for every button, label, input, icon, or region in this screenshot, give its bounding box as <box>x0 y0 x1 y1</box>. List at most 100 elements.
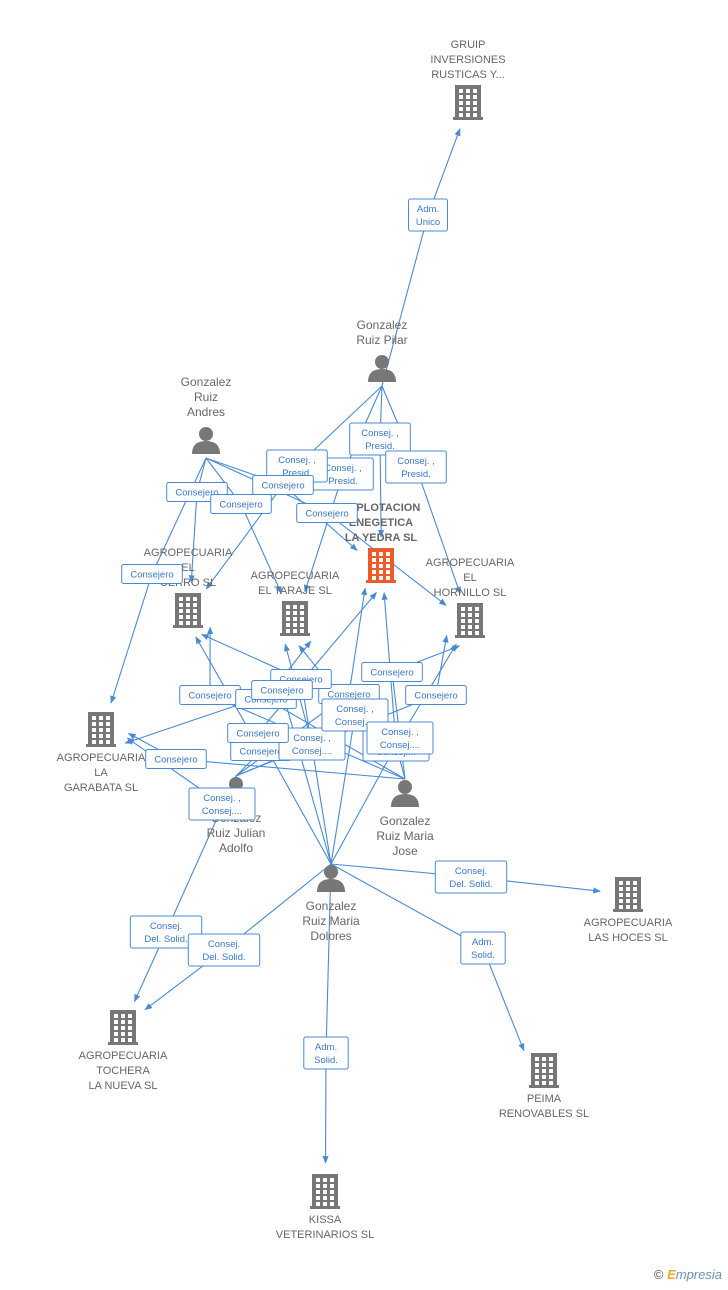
relation-label-text: Adm. <box>472 937 494 948</box>
relation-label-text: Consej. <box>208 939 240 950</box>
node-label: VETERINARIOS SL <box>276 1229 374 1241</box>
relation-label[interactable]: Adm.Unico <box>408 198 448 232</box>
company-node-hoces[interactable]: AGROPECUARIA LAS HOCES SL <box>584 877 673 944</box>
relation-label-box <box>210 494 272 514</box>
node-label: LA NUEVA SL <box>89 1080 158 1092</box>
relation-label-box <box>251 680 313 700</box>
relation-label[interactable]: Consejero <box>296 503 358 523</box>
relation-label-text: Consejero <box>239 747 282 758</box>
relation-label-box <box>434 860 508 894</box>
node-label: LAS HOCES SL <box>588 932 667 944</box>
node-label: EL TARAJE SL <box>258 585 332 597</box>
copyright-symbol: © <box>653 1267 664 1282</box>
node-label: Jose <box>392 844 418 858</box>
relation-label[interactable]: Consejero <box>210 494 272 514</box>
relation-label-box <box>296 503 358 523</box>
node-label: HORNILLO SL <box>434 587 507 599</box>
relation-label-text: Solid. <box>314 1055 338 1066</box>
relation-label-text: Consej. , <box>278 455 316 466</box>
relation-label-text: Unico <box>416 217 440 228</box>
node-label: Gonzalez <box>181 375 232 389</box>
relation-label[interactable]: Consej. Del. Solid. <box>434 860 508 894</box>
relation-label-text: Consejero <box>261 481 304 492</box>
relation-label-box <box>385 450 447 484</box>
relation-label[interactable]: Consej. ,Consej.... <box>278 727 346 761</box>
relation-label[interactable]: Consej.Del. Solid. <box>129 915 203 949</box>
relation-label-box <box>349 422 411 456</box>
building-icon <box>529 1053 559 1088</box>
relation-label[interactable]: Consej. ,Presid. <box>349 422 411 456</box>
brand-first-letter: E <box>667 1267 676 1282</box>
relation-label-text: Consej. , <box>336 704 374 715</box>
relation-label[interactable]: Consejero <box>121 564 183 584</box>
relation-label-text: Consejero <box>327 690 370 701</box>
node-label: Gonzalez <box>357 318 408 332</box>
relation-label-text: Del. Solid. <box>449 879 492 890</box>
relation-label-text: Consej. <box>150 921 182 932</box>
relation-label-box <box>460 931 506 965</box>
relation-label-box <box>129 915 203 949</box>
building-icon <box>366 548 396 583</box>
relation-label[interactable]: Adm.Solid. <box>303 1036 349 1070</box>
relation-label-text: Solid. <box>471 950 495 961</box>
node-label: AGROPECUARIA <box>79 1050 168 1062</box>
relation-edge <box>377 385 385 538</box>
relation-label-text: Consej.... <box>335 717 375 728</box>
node-label: PEIMA <box>527 1093 562 1105</box>
building-icon <box>173 593 203 628</box>
relation-label[interactable]: Consejero <box>179 685 241 705</box>
relation-label[interactable]: Consej. ,Consej.... <box>188 787 256 821</box>
node-label: INVERSIONES <box>430 54 505 66</box>
relation-label-text: Consejero <box>236 729 279 740</box>
relation-label[interactable]: Adm. Solid. <box>460 931 506 965</box>
relation-label-text: Presid. <box>401 469 431 480</box>
relation-label-text: Consej. , <box>381 727 419 738</box>
node-label: AGROPECUARIA <box>426 557 515 569</box>
relation-label-text: Consejero <box>154 755 197 766</box>
node-label: EXPLOTACION <box>342 502 421 514</box>
relation-label[interactable]: Consejero <box>251 680 313 700</box>
edges-layer <box>110 128 601 1164</box>
relation-label[interactable]: Consejero <box>145 749 207 769</box>
node-label: GRUIP <box>451 39 486 51</box>
node-label: AGROPECUARIA <box>584 917 673 929</box>
relation-label-text: Consej. <box>455 866 487 877</box>
relation-label-text: Consejero <box>260 686 303 697</box>
relation-label-text: Consej. , <box>397 456 435 467</box>
relation-label[interactable]: Consej. ,Consej.... <box>366 721 434 755</box>
relation-label[interactable]: Consej. , Presid. <box>385 450 447 484</box>
person-icon <box>391 780 419 807</box>
relation-label-box <box>278 727 346 761</box>
building-icon <box>86 712 116 747</box>
node-label: GARABATA SL <box>64 782 138 794</box>
relation-label[interactable]: Consej. ,Presid. <box>312 457 374 491</box>
relation-label[interactable]: Consejero <box>361 662 423 682</box>
node-label: EL <box>463 572 476 584</box>
relation-label[interactable]: Consejero <box>252 475 314 495</box>
node-label: Ruiz Julian <box>207 826 266 840</box>
relation-label-box <box>303 1036 349 1070</box>
relation-label-box <box>408 198 448 232</box>
relation-label-text: Consejero <box>188 691 231 702</box>
relation-label[interactable]: Consejero <box>405 685 467 705</box>
relation-label[interactable]: Consej.Del. Solid. <box>187 933 261 967</box>
building-icon <box>453 85 483 120</box>
relation-label[interactable]: Consejero <box>227 723 289 743</box>
company-node-hornillo[interactable]: AGROPECUARIA EL HORNILLO SL <box>426 557 515 638</box>
brand-logo: © Empresia <box>654 1267 722 1282</box>
node-label: AGROPECUARIA <box>144 547 233 559</box>
